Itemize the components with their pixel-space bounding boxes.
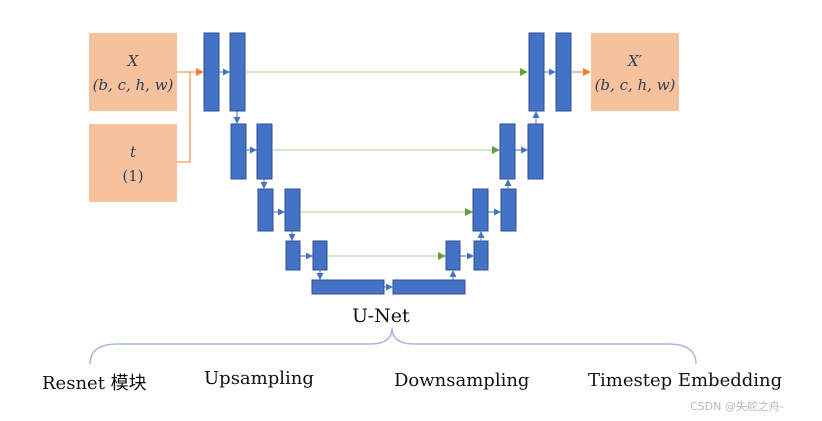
encoder-block (284, 188, 301, 232)
decoder-block (528, 32, 545, 112)
bottleneck-block (311, 279, 385, 295)
output-x-symbol: X′ (627, 52, 643, 70)
input-t-arrow (177, 72, 191, 163)
input-t-box: t (1) (89, 124, 177, 202)
input-t-symbol: t (130, 143, 137, 161)
decoder-block (445, 240, 461, 271)
decoder (445, 32, 572, 271)
encoder-block (229, 32, 246, 112)
input-x-box: X (b, c, h, w) (89, 33, 177, 111)
upsampling-label: Upsampling (204, 368, 314, 389)
decoder-block (555, 32, 572, 112)
decoder-block (472, 188, 489, 232)
decoder-block (500, 188, 517, 232)
output-x-box: X′ (b, c, h, w) (591, 33, 679, 111)
bottleneck (311, 279, 466, 295)
flow-arrows (219, 68, 556, 291)
bottleneck-block (392, 279, 466, 295)
encoder-block (256, 123, 273, 180)
downsampling-label: Downsampling (394, 370, 530, 391)
encoder-block (230, 123, 247, 180)
decoder-block (499, 123, 516, 180)
component-brace (89, 327, 697, 365)
encoder-block (312, 240, 328, 271)
input-t-shape: (1) (122, 167, 143, 185)
encoder-block (285, 240, 301, 271)
decoder-block (473, 240, 489, 271)
resnet-label: Resnet 模块 (42, 373, 147, 394)
timestep-embedding-label: Timestep Embedding (588, 370, 783, 391)
encoder-block (203, 32, 220, 112)
encoder (203, 32, 328, 271)
output-x-shape: (b, c, h, w) (595, 76, 676, 94)
encoder-block (257, 188, 274, 232)
input-x-shape: (b, c, h, w) (93, 76, 174, 94)
diagram-title: U-Net (352, 305, 410, 327)
decoder-block (527, 123, 544, 180)
input-x-symbol: X (127, 52, 140, 70)
watermark: CSDN @失舵之舟- (690, 400, 784, 413)
